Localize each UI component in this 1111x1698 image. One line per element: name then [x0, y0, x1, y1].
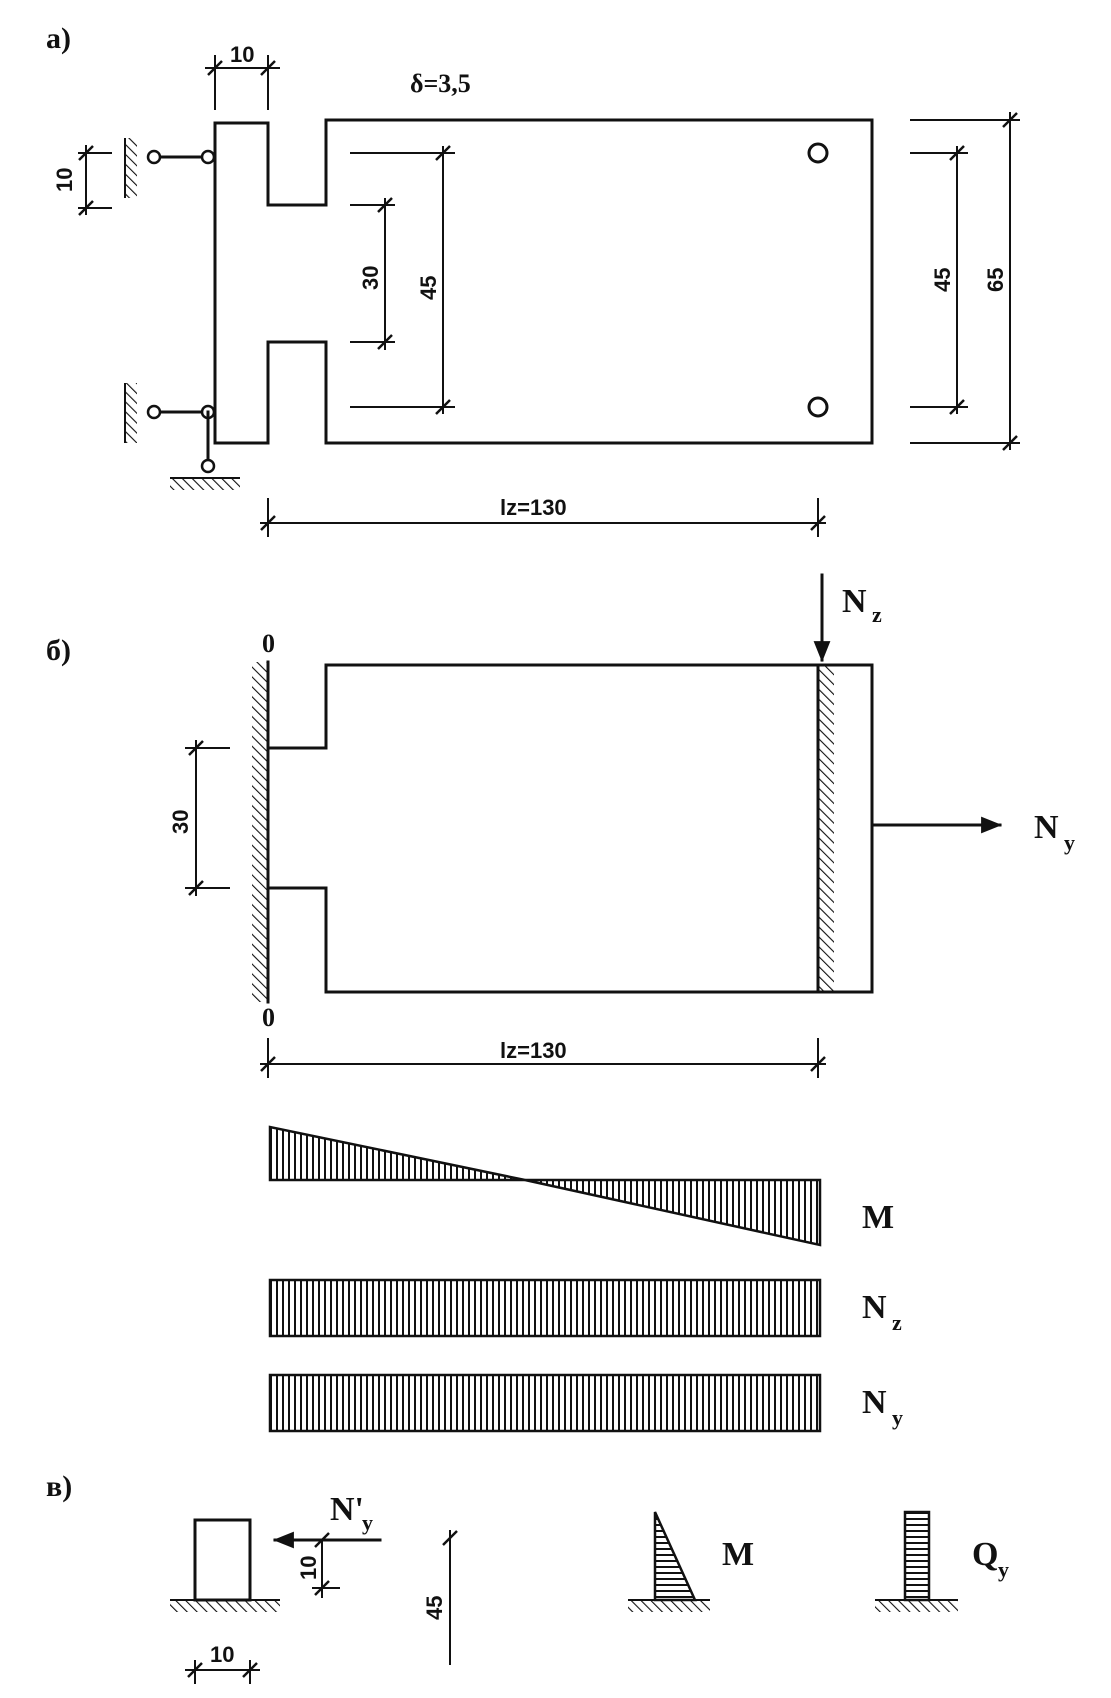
- nz-diagram-label: N: [862, 1289, 887, 1326]
- force-ny-label: N: [1034, 809, 1059, 846]
- moment-diagram-label: M: [862, 1199, 894, 1236]
- section-cut-right: [816, 663, 834, 994]
- bolt-hole-top: [807, 142, 829, 164]
- dim-slot-inner-text: 30: [358, 266, 383, 290]
- panel-b-label: б): [46, 634, 71, 667]
- panel-a: а) δ=3,5: [46, 22, 1020, 537]
- dim-bottom-a: lz=130: [260, 495, 826, 537]
- plate-outline-b: [266, 663, 874, 994]
- zero-top-label: 0: [262, 629, 275, 658]
- shear-diagram-c-label: Q: [972, 1536, 998, 1573]
- dim-right-holes: 45: [910, 145, 968, 415]
- ny-diagram-label: N: [862, 1384, 887, 1421]
- force-ny-prime-arrow: N' y: [272, 1491, 382, 1549]
- hinge-support-top: [124, 138, 216, 198]
- dim-slot-outer: 45: [350, 145, 455, 415]
- ny-diagram-sub: y: [892, 1405, 903, 1430]
- panel-c: в) N' y 10 45: [46, 1470, 1009, 1684]
- panel-a-label: а): [46, 22, 71, 55]
- force-ny-arrow: N y: [870, 809, 1075, 855]
- dim-left-height-text: 10: [52, 168, 77, 192]
- bolt-hole-bottom: [807, 396, 829, 418]
- column-section: [170, 1518, 280, 1612]
- dim-bottom-b-text: lz=130: [500, 1038, 567, 1063]
- nz-diagram-sub: z: [892, 1310, 902, 1335]
- dim-left-height: 10: [52, 145, 112, 216]
- plate-outline: [213, 118, 874, 445]
- dim-right-holes-text: 45: [930, 268, 955, 292]
- dim-left-b: 30: [168, 740, 230, 896]
- dim-right-total: 65: [910, 112, 1020, 451]
- zero-bottom-label: 0: [262, 1003, 275, 1032]
- force-ny-prime-sub: y: [362, 1510, 373, 1535]
- fixed-wall-left: [252, 660, 270, 1004]
- force-nz-sub: z: [872, 602, 882, 627]
- moment-diagram-c-label: M: [722, 1536, 754, 1573]
- panel-c-label: в): [46, 1470, 72, 1503]
- dim-top-width-text: 10: [230, 42, 254, 67]
- shear-diagram-c: Q y: [875, 1510, 1009, 1612]
- force-ny-sub: y: [1064, 830, 1075, 855]
- dim-top-width: 10: [205, 42, 280, 110]
- moment-diagram-c: M: [628, 1511, 754, 1612]
- thickness-label: δ=3,5: [410, 69, 471, 98]
- ny-diagram: N y: [268, 1373, 903, 1433]
- dim-slot-inner: 30: [350, 197, 395, 350]
- force-nz-label: N: [842, 583, 867, 620]
- dim-left-b-text: 30: [168, 810, 193, 834]
- shear-diagram-c-sub: y: [998, 1557, 1009, 1582]
- nz-diagram: N z: [268, 1278, 902, 1338]
- force-ny-prime-label: N': [330, 1491, 364, 1528]
- dim-slot-outer-text: 45: [416, 276, 441, 300]
- dim-c-small: 10: [296, 1532, 340, 1598]
- dim-c-height: 45: [422, 1530, 458, 1665]
- dim-right-total-text: 65: [983, 268, 1008, 292]
- force-nz-arrow: N z: [813, 573, 882, 663]
- dim-c-small-text: 10: [296, 1556, 321, 1580]
- dim-c-height-text: 45: [422, 1596, 447, 1620]
- dim-c-width-text: 10: [210, 1642, 234, 1667]
- panel-b: б) 0 0 N z N y: [46, 573, 1075, 1433]
- moment-diagram: M: [268, 1125, 894, 1247]
- hinge-support-bottom: [124, 383, 240, 490]
- dim-c-width: 10: [185, 1642, 260, 1684]
- dim-bottom-a-text: lz=130: [500, 495, 567, 520]
- dim-bottom-b: lz=130: [260, 1038, 826, 1078]
